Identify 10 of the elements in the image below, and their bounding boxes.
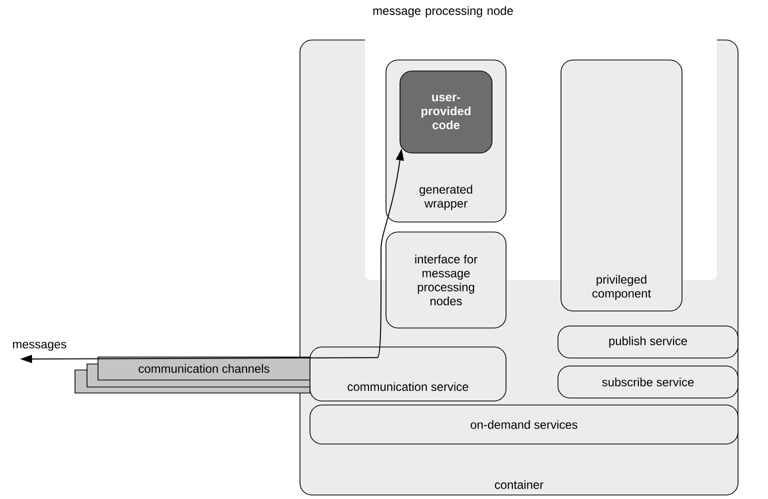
code-box: user-provided code (400, 70, 492, 154)
messages-label: messages (13, 342, 66, 351)
panel-label: message processing node (373, 6, 513, 18)
component-box: privileged component (560, 60, 682, 312)
service-box: on-demand services (310, 404, 738, 444)
channel-box: communication channels (98, 356, 310, 380)
service-box: communication service (310, 346, 506, 402)
service-box: publish service (558, 326, 738, 358)
service-box: subscribe service (558, 366, 738, 398)
interface-box: interface for message processing nodes (386, 232, 506, 328)
